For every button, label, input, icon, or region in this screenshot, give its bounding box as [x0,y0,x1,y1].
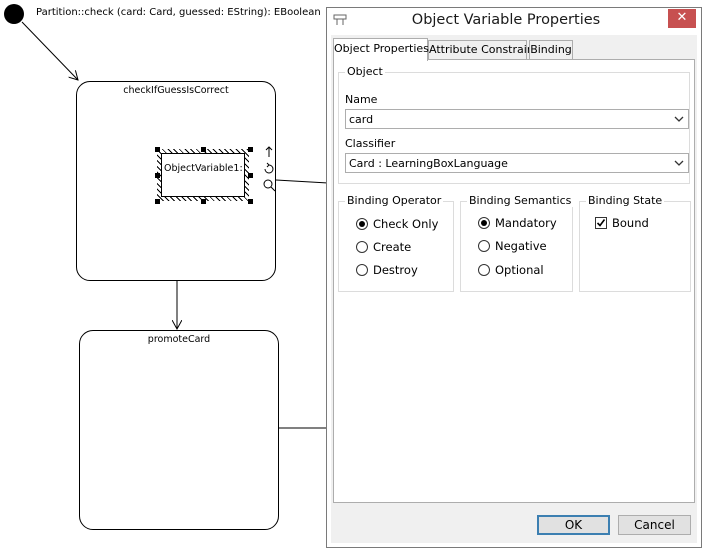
start-transition-edge [21,21,78,80]
cancel-button[interactable]: Cancel [618,515,691,535]
radio-button[interactable] [478,217,490,229]
radio-button[interactable] [356,241,368,253]
binding-state-group: Binding State Bound [579,194,691,292]
dialog-titlebar[interactable]: Object Variable Properties ✕ [327,8,701,34]
object-variable-label: ObjectVariable1: [164,163,243,174]
option-label: Optional [495,263,544,277]
close-button[interactable]: ✕ [668,9,696,28]
radio-selected-dot [359,221,365,227]
tab-binding[interactable]: Binding [529,40,573,59]
option-label: Create [373,240,412,254]
resize-handle-w[interactable] [155,173,160,178]
option-label: Negative [495,239,547,253]
radio-button[interactable] [478,240,490,252]
classifier-combo[interactable]: Card : LearningBoxLanguage [345,153,689,173]
chevron-down-icon [674,116,684,122]
resize-handle-nw[interactable] [155,147,160,152]
object-group-legend: Object [345,65,385,78]
dialog-client-area: Object Properties Attribute Constraint B… [331,35,697,543]
option-label: Check Only [373,217,439,231]
binding-semantics-legend: Binding Semantics [467,194,574,207]
tab-panel-object-properties: Object Name card Classifier Card : Learn… [333,59,695,503]
app-icon [333,14,347,25]
rotate-icon[interactable] [262,161,276,175]
chevron-down-icon [674,160,684,166]
resize-handle-e[interactable] [248,173,253,178]
arrow-up-icon[interactable] [262,146,276,158]
activity-title: promoteCard [147,334,211,345]
object-variable-body: ObjectVariable1: [161,153,245,197]
resize-handle-sw[interactable] [155,199,160,204]
checkmark-icon [596,219,606,227]
start-node[interactable] [4,4,24,24]
bound-label: Bound [612,216,649,230]
tab-object-properties[interactable]: Object Properties [333,38,429,61]
resize-handle-se[interactable] [248,199,253,204]
radio-button[interactable] [478,264,490,276]
tab-attribute-constraint[interactable]: Attribute Constraint [428,40,538,59]
binding-operator-group: Binding Operator Check Only Create Destr… [338,194,454,292]
radio-button[interactable] [356,264,368,276]
classifier-label: Classifier [345,137,396,150]
activity-title: checkIfGuessIsCorrect [123,85,229,96]
ok-button[interactable]: OK [537,515,610,535]
name-value: card [349,113,374,126]
start-node-label: Partition::check (card: Card, guessed: E… [36,7,321,18]
property-link-edge-1 [275,179,329,184]
binding-semantics-group: Binding Semantics Mandatory Negative Opt… [460,194,574,292]
binding-state-legend: Binding State [586,194,665,207]
dialog-title: Object Variable Properties [411,12,601,28]
name-label: Name [345,93,378,106]
activity-promote-card[interactable]: promoteCard [79,330,279,530]
classifier-value: Card : LearningBoxLanguage [349,157,508,170]
option-label: Mandatory [495,216,557,230]
option-label: Destroy [373,263,418,277]
resize-handle-ne[interactable] [248,147,253,152]
object-variable-node[interactable]: ObjectVariable1: [157,149,249,201]
resize-handle-n[interactable] [201,147,206,152]
resize-handle-s[interactable] [201,199,206,204]
radio-selected-dot [481,220,487,226]
magnifier-icon[interactable] [262,178,276,192]
radio-button[interactable] [356,218,368,230]
object-variable-properties-dialog: Object Variable Properties ✕ Object Prop… [326,7,702,548]
object-group: Object Name card Classifier Card : Learn… [338,65,690,184]
name-combo[interactable]: card [345,109,689,129]
bound-checkbox[interactable] [595,217,607,229]
binding-operator-legend: Binding Operator [345,194,444,207]
